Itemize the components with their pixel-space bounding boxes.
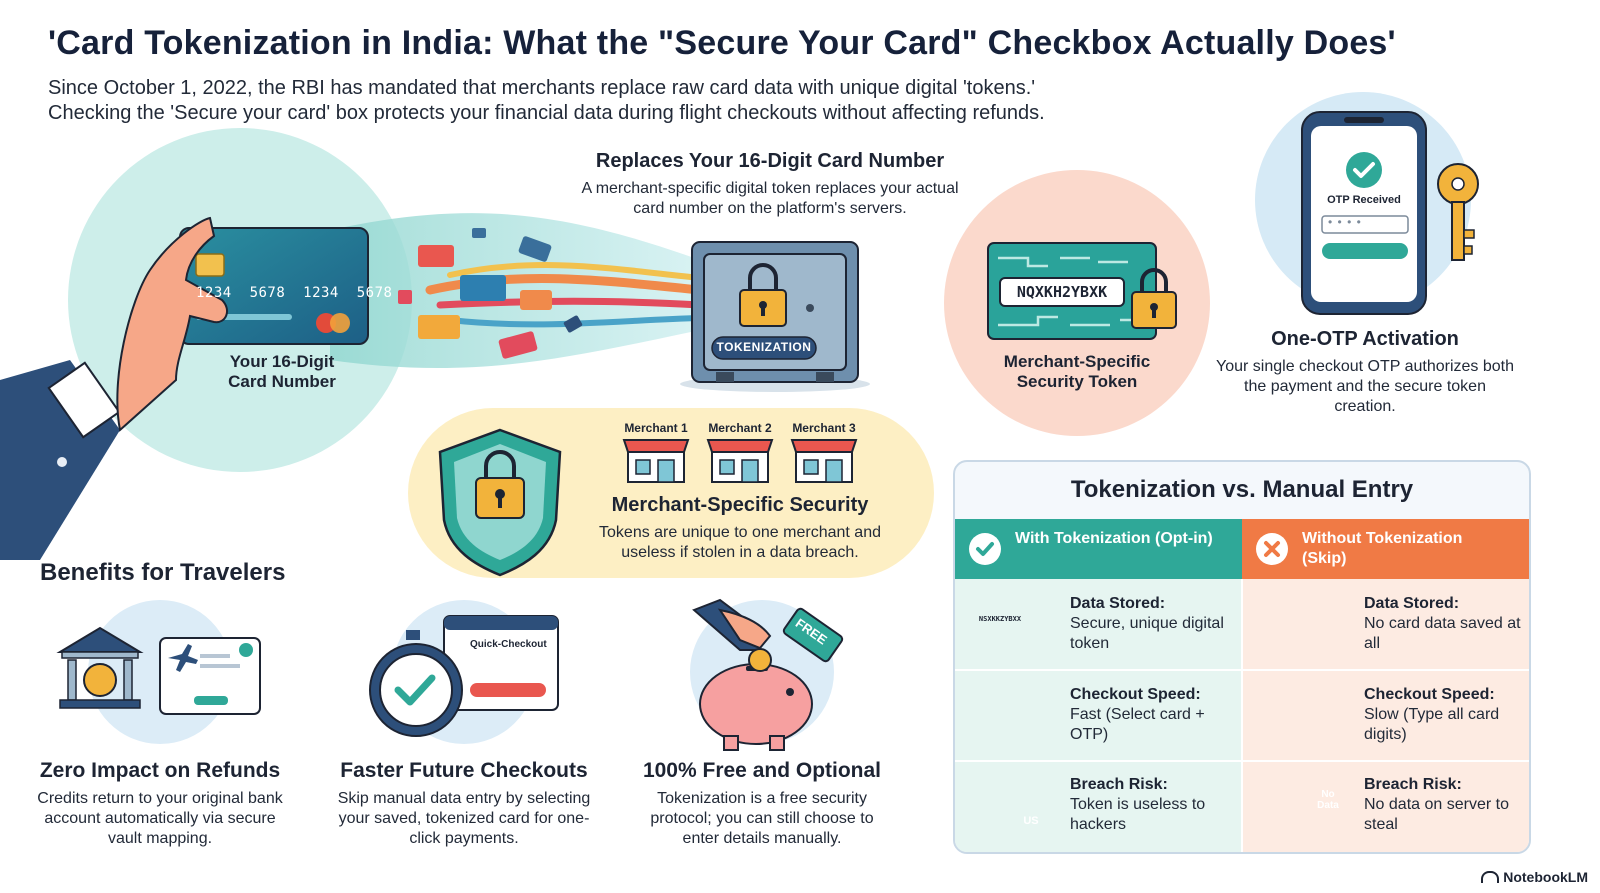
without-column-bg	[1242, 579, 1529, 852]
merchant-1-label: Merchant 1	[624, 421, 688, 435]
page-title: 'Card Tokenization in India: What the "S…	[48, 24, 1396, 62]
row-data-stored-with-text: Secure, unique digital token	[1070, 615, 1224, 652]
us-badge: US	[1023, 815, 1039, 827]
column-divider	[1241, 579, 1243, 852]
otp-input-dots: • • • •	[1328, 215, 1362, 229]
row-data-stored-with: Data Stored: Secure, unique digital toke…	[1070, 594, 1240, 654]
hand-fingers	[116, 216, 229, 432]
row-breach-risk-head-2: Breach Risk:	[1364, 776, 1462, 793]
with-tokenization-header: With Tokenization (Opt-in)	[955, 519, 1242, 579]
row-checkout-speed-without: Checkout Speed: Slow (Type all card digi…	[1364, 685, 1529, 745]
row-checkout-speed-with-text: Fast (Select card + OTP)	[1070, 706, 1205, 743]
phone-icon	[1301, 111, 1427, 315]
otp-title: One-OTP Activation	[1271, 328, 1459, 350]
row-divider-1	[955, 669, 1529, 671]
intro-text: Since October 1, 2022, the RBI has manda…	[48, 76, 1248, 126]
card-number: 1234 5678 1234 5678	[196, 285, 393, 301]
intro-line-1: Since October 1, 2022, the RBI has manda…	[48, 77, 1036, 99]
row-data-stored-head: Data Stored:	[1070, 595, 1166, 612]
notebook-logo-icon	[1481, 871, 1500, 883]
benefit-checkout-desc: Skip manual data entry by selecting your…	[337, 790, 591, 847]
brand-name: NotebookLM	[1503, 869, 1588, 885]
replace-desc: A merchant-specific digital token replac…	[581, 180, 959, 217]
comparison-panel: Tokenization vs. Manual Entry With Token…	[953, 460, 1531, 854]
row-checkout-speed-head-2: Checkout Speed:	[1364, 686, 1495, 703]
token-chip-icon	[987, 242, 1177, 340]
merchant-2-label: Merchant 2	[708, 421, 772, 435]
row-data-stored-without-text: No card data saved at all	[1364, 615, 1521, 652]
merchant-security-desc: Tokens are unique to one merchant and us…	[599, 524, 881, 561]
otp-screen-label: OTP Received	[1327, 194, 1401, 206]
bank-icon	[56, 626, 144, 709]
without-tokenization-label: Without Tokenization (Skip)	[1302, 530, 1463, 567]
x-circle-icon	[1256, 533, 1288, 565]
row-breach-risk-head: Breach Risk:	[1070, 776, 1168, 793]
otp-desc: Your single checkout OTP authorizes both…	[1216, 358, 1514, 415]
token-label: Merchant-Specific Security Token	[1003, 352, 1151, 391]
comparison-title: Tokenization vs. Manual Entry	[1070, 476, 1414, 503]
benefit-refunds-desc: Credits return to your original bank acc…	[37, 790, 283, 847]
benefit-refunds-title: Zero Impact on Refunds	[39, 759, 281, 782]
shield-lock-icon	[438, 428, 562, 577]
row-data-stored-head-2: Data Stored:	[1364, 595, 1460, 612]
merchant-store-icons	[622, 439, 858, 483]
row-data-stored-without: Data Stored: No card data saved at all	[1364, 594, 1529, 654]
with-column-bg	[955, 579, 1242, 852]
floating-card-icons	[398, 228, 583, 359]
merchant-security-title: Merchant-Specific Security	[611, 494, 869, 516]
row-checkout-speed-with: Checkout Speed: Fast (Select card + OTP)	[1070, 685, 1242, 745]
without-tokenization-header: Without Tokenization (Skip)	[1242, 519, 1529, 579]
benefit-free-desc: Tokenization is a free security protocol…	[650, 790, 874, 847]
ticket-icon	[159, 637, 261, 715]
mini-token-code: NSXKKZYBXX	[978, 615, 1022, 623]
intro-line-2: Checking the 'Secure your card' box prot…	[48, 102, 1045, 124]
row-breach-risk-with-text: Token is useless to hackers	[1070, 796, 1206, 833]
no-data-badge: No Data	[1317, 789, 1339, 811]
vault-label: TOKENIZATION	[716, 340, 812, 354]
piggy-bank-icon	[699, 663, 813, 751]
brand-mark: NotebookLM	[1481, 869, 1588, 885]
token-code: NQXKH2YBXK	[1016, 283, 1108, 301]
hand-holding-card	[0, 360, 121, 560]
row-checkout-speed-head: Checkout Speed:	[1070, 686, 1201, 703]
vault-icon	[680, 241, 870, 392]
quick-checkout-label: Quick-Checkout	[470, 639, 547, 650]
merchant-3-label: Merchant 3	[792, 421, 856, 435]
row-checkout-speed-without-text: Slow (Type all card digits)	[1364, 706, 1500, 743]
stopwatch-icon	[369, 630, 463, 737]
card-label: Your 16-Digit Card Number	[228, 352, 336, 391]
row-breach-risk-with: Breach Risk: Token is useless to hackers	[1070, 775, 1230, 835]
replace-title: Replaces Your 16-Digit Card Number	[595, 150, 945, 172]
row-breach-risk-without-text: No data on server to steal	[1364, 796, 1509, 833]
with-tokenization-label: With Tokenization (Opt-in)	[1015, 530, 1213, 547]
check-circle-icon	[969, 533, 1001, 565]
key-icon	[1437, 163, 1479, 261]
coin-hand-icon	[692, 598, 772, 672]
row-breach-risk-without: Breach Risk: No data on server to steal	[1364, 775, 1524, 835]
free-tag-icon	[782, 607, 844, 663]
benefit-free-title: 100% Free and Optional	[642, 759, 882, 782]
benefits-heading: Benefits for Travelers	[40, 559, 286, 586]
row-divider-2	[955, 760, 1529, 762]
benefit-checkout-title: Faster Future Checkouts	[340, 759, 588, 782]
